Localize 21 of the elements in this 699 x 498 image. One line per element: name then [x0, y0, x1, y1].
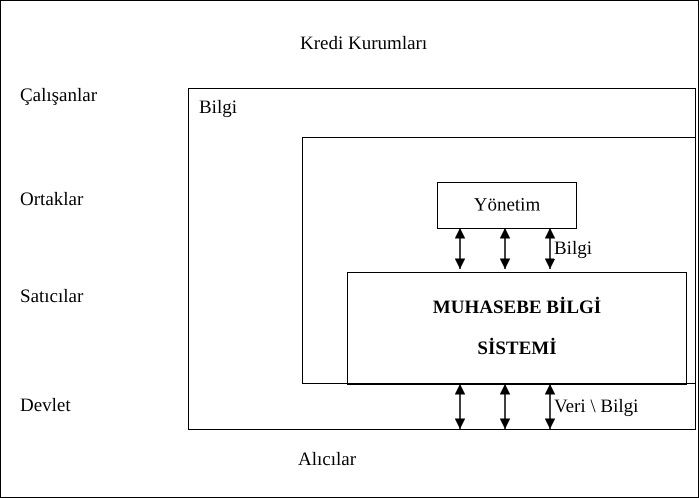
process-box: [437, 182, 577, 229]
arrow: [544, 384, 556, 429]
outer-box: [188, 88, 696, 430]
stakeholder-label: Devlet: [20, 396, 71, 417]
arrow: [500, 384, 510, 429]
box-outline: [302, 137, 696, 384]
arrow: [544, 228, 556, 269]
arrow: [500, 228, 510, 269]
process-box: [347, 272, 687, 385]
stakeholder-label: Kredi Kurumları: [300, 34, 428, 55]
arrow: [454, 228, 466, 269]
stakeholder-label: Çalışanlar: [20, 86, 98, 107]
box-title: Yönetim: [472, 195, 542, 216]
stakeholder-label: Satıcılar: [20, 287, 84, 308]
stakeholder-label: Ortaklar: [20, 190, 84, 211]
box-heading: Bilgi: [199, 98, 238, 119]
edge-label: Veri \ Bilgi: [554, 396, 638, 418]
edge-label: Bilgi: [554, 238, 592, 260]
arrow: [454, 384, 466, 429]
box-title: MUHASEBE BİLGİ SİSTEMİ: [432, 296, 602, 362]
stakeholder-label: Alıcılar: [298, 450, 356, 471]
